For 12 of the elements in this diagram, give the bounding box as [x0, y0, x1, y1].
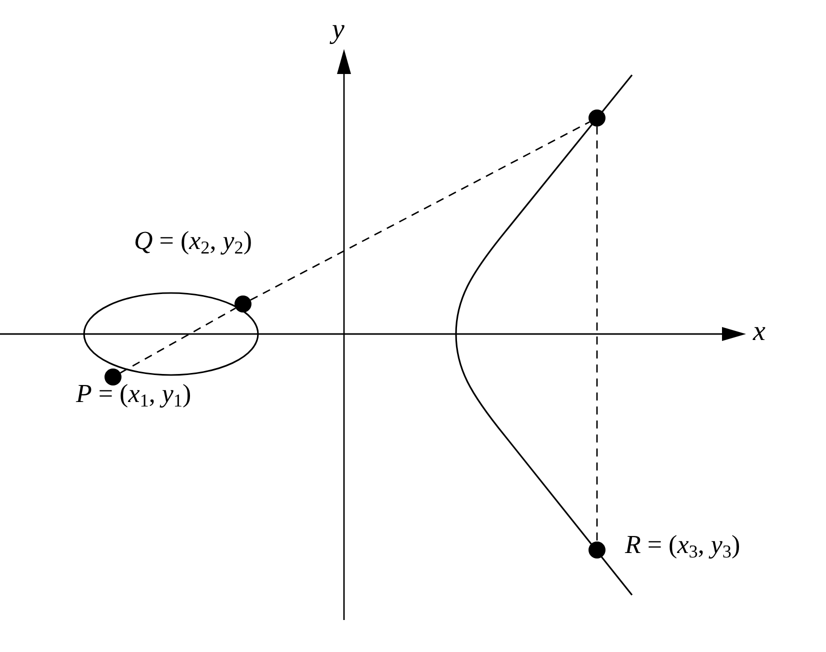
point-dot: [234, 296, 252, 312]
dashed-line: [120, 308, 236, 374]
point-dot: [588, 542, 606, 558]
y-axis-label: y: [332, 16, 344, 44]
dashed-line: [596, 126, 598, 542]
x-axis-label: x: [753, 318, 766, 346]
point-label: R = (x$_{3}$, y$_{3}$): [625, 532, 740, 558]
dashed-line: [250, 121, 590, 301]
point-dot: [104, 368, 122, 386]
point-label: Q = (x$_{2}$, y$_{2}$): [134, 228, 252, 254]
point-label: P = (x$_{1}$, y$_{1}$): [76, 381, 192, 407]
point-dot: [588, 110, 606, 126]
